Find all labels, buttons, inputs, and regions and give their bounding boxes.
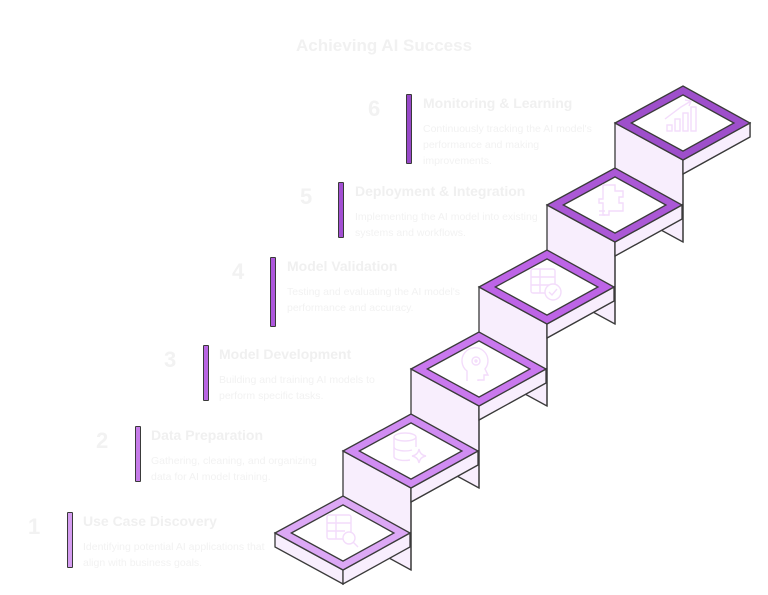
step-top	[561, 176, 668, 234]
step-title: Data Preparation	[151, 427, 264, 443]
step-description: Gathering, cleaning, and organizing data…	[151, 455, 317, 483]
step-title: Model Validation	[287, 258, 398, 274]
step-bar	[338, 182, 344, 238]
step-number: 3	[164, 347, 177, 372]
table-search-icon	[326, 514, 359, 548]
chart-growth-icon	[664, 99, 697, 132]
step-bar	[270, 257, 276, 327]
step-bar	[67, 512, 73, 568]
database-sparkle-icon	[393, 432, 427, 464]
step-bar	[406, 94, 412, 164]
stair-step-1	[273, 495, 412, 586]
table-check-icon	[530, 268, 562, 301]
diagram-title: Achieving AI Success	[295, 36, 473, 55]
step-top	[425, 340, 532, 398]
head-gear-icon	[461, 347, 490, 381]
step-title: Use Case Discovery	[83, 513, 217, 529]
step-description: Implementing the AI model into existing …	[355, 211, 538, 239]
step-title: Monitoring & Learning	[423, 95, 573, 111]
step-number: 1	[28, 514, 41, 539]
step-description: Testing and evaluating the AI model's pe…	[287, 286, 461, 314]
step-description: Identifying potential AI applications th…	[83, 541, 265, 569]
step-top	[289, 504, 396, 562]
step-title: Model Development	[219, 346, 352, 362]
step-bar	[135, 426, 141, 482]
step-bar	[203, 345, 209, 401]
puzzle-icon	[598, 184, 624, 216]
step-number: 2	[96, 428, 109, 453]
step-number: 6	[368, 96, 381, 121]
step-number: 5	[300, 184, 313, 209]
step-description: Continuously tracking the AI model's per…	[423, 123, 592, 167]
step-number: 4	[232, 259, 245, 284]
step-title: Deployment & Integration	[355, 183, 526, 199]
step-description: Building and training AI models to perfo…	[219, 374, 375, 402]
